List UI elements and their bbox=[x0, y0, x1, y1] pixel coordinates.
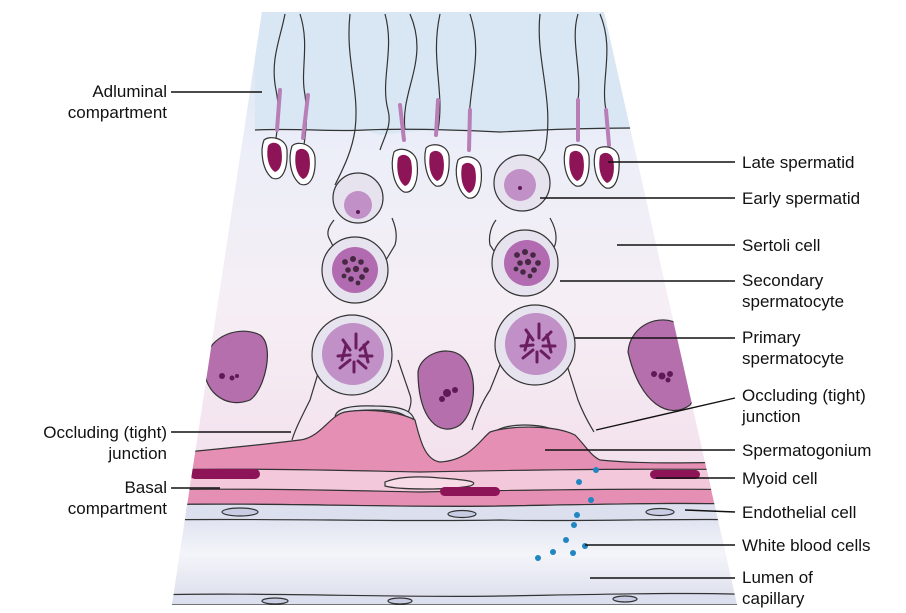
label-text: Late spermatid bbox=[742, 152, 854, 173]
label-basal-compartment: Basal compartment bbox=[52, 477, 167, 519]
label-occluding-junction-left: Occluding (tight) junction bbox=[4, 422, 167, 464]
label-adluminal-compartment: Adluminal compartment bbox=[52, 81, 167, 123]
label-text: Basal bbox=[52, 477, 167, 498]
label-text: White blood cells bbox=[742, 535, 871, 556]
label-white-blood-cells: White blood cells bbox=[742, 535, 871, 556]
label-text: spermatocyte bbox=[742, 348, 844, 369]
label-text: Spermatogonium bbox=[742, 440, 871, 461]
label-text: Lumen of bbox=[742, 567, 813, 588]
label-text: Sertoli cell bbox=[742, 235, 820, 256]
label-secondary-spermatocyte: Secondary spermatocyte bbox=[742, 270, 844, 312]
label-text: compartment bbox=[52, 498, 167, 519]
label-endothelial-cell: Endothelial cell bbox=[742, 502, 856, 523]
label-text: Occluding (tight) bbox=[4, 422, 167, 443]
label-text: Occluding (tight) bbox=[742, 385, 866, 406]
label-text: Myoid cell bbox=[742, 468, 818, 489]
label-text: Adluminal bbox=[52, 81, 167, 102]
capillary bbox=[150, 503, 760, 605]
label-primary-spermatocyte: Primary spermatocyte bbox=[742, 327, 844, 369]
label-text: spermatocyte bbox=[742, 291, 844, 312]
label-occluding-junction-right: Occluding (tight) junction bbox=[742, 385, 866, 427]
label-myoid-cell: Myoid cell bbox=[742, 468, 818, 489]
sertoli-apical-border bbox=[255, 12, 640, 135]
label-text: Endothelial cell bbox=[742, 502, 856, 523]
label-lumen-of-capillary: Lumen of capillary bbox=[742, 567, 813, 609]
label-early-spermatid: Early spermatid bbox=[742, 188, 860, 209]
label-text: junction bbox=[4, 443, 167, 464]
label-text: capillary bbox=[742, 588, 813, 609]
label-text: Primary bbox=[742, 327, 844, 348]
label-sertoli-cell: Sertoli cell bbox=[742, 235, 820, 256]
label-text: Early spermatid bbox=[742, 188, 860, 209]
label-text: junction bbox=[742, 406, 866, 427]
label-late-spermatid: Late spermatid bbox=[742, 152, 854, 173]
label-text: compartment bbox=[52, 102, 167, 123]
label-text: Secondary bbox=[742, 270, 844, 291]
label-spermatogonium: Spermatogonium bbox=[742, 440, 871, 461]
